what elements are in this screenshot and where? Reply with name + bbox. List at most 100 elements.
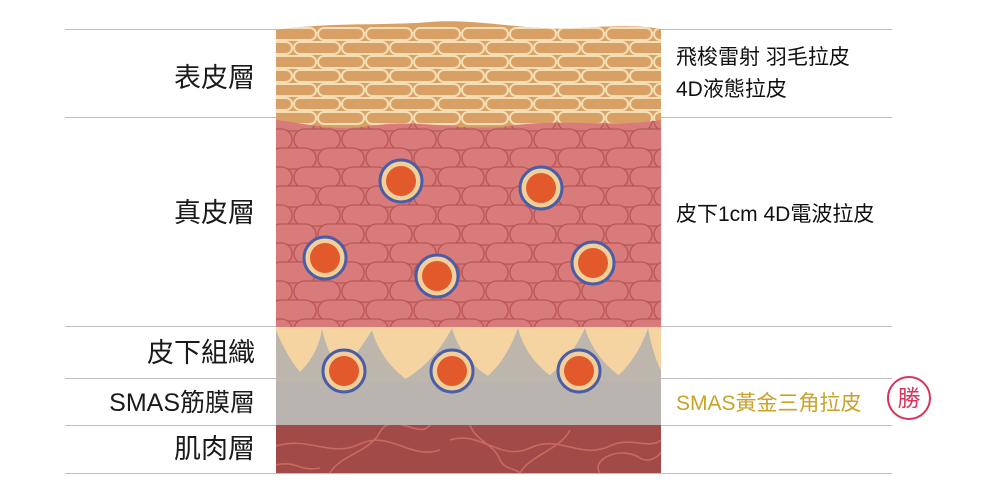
epidermis-cell [509, 27, 557, 41]
epidermis-cell [413, 55, 461, 69]
dermis-cell [653, 261, 661, 284]
dermis-cell [389, 318, 437, 327]
dermis-cell [276, 204, 293, 227]
layer-label-muscle: 肌肉層 [174, 434, 255, 464]
epidermis-cell [605, 27, 653, 41]
layer-label-dermis: 真皮層 [174, 198, 255, 228]
epidermis-cell [341, 69, 389, 83]
dermis-cell [581, 128, 629, 151]
epidermis-cell [485, 97, 533, 111]
dermis-cell [629, 128, 661, 151]
dermis-cell [341, 318, 389, 327]
dermis-cell [293, 280, 341, 303]
epidermis-cell [293, 41, 341, 55]
dermis-cell [276, 242, 293, 265]
dermis-cell [653, 299, 661, 322]
dermis-cell [629, 242, 661, 265]
dermis-cell [413, 299, 461, 322]
dermis-cell [629, 318, 661, 327]
dermis-cell [413, 147, 461, 170]
epidermis-cell [653, 55, 661, 69]
dermis-cell [557, 147, 605, 170]
epidermis-cell [413, 83, 461, 97]
dermis-cell [485, 128, 533, 151]
dermis-cell [276, 128, 293, 151]
dermis-cell [437, 166, 485, 189]
treatment-dot [518, 165, 564, 211]
dermis-cell [533, 128, 581, 151]
dermis-cell [509, 147, 557, 170]
epidermis-cell [341, 97, 389, 111]
epidermis-cell [629, 41, 661, 55]
epidermis-cell [437, 97, 485, 111]
epidermis-cell [276, 69, 293, 83]
epidermis-cell [413, 111, 461, 125]
epidermis-cell [485, 41, 533, 55]
epidermis-cell [557, 55, 605, 69]
dermis-cell [605, 299, 653, 322]
epidermis-cell [317, 83, 365, 97]
dermis-cell [293, 318, 341, 327]
treatment-dot [570, 240, 616, 286]
dermis-cell [389, 204, 437, 227]
dermis-cell [437, 318, 485, 327]
epidermis-cell [581, 69, 629, 83]
dermis-cell [276, 147, 317, 170]
dermis-cell [276, 318, 293, 327]
epidermis-cell [293, 97, 341, 111]
epidermis-cell [276, 41, 293, 55]
epidermis-cell [557, 83, 605, 97]
epidermis-cell [365, 55, 413, 69]
epidermis-cell [605, 55, 653, 69]
dermis-cell [389, 128, 437, 151]
dermis-cell [293, 166, 341, 189]
dermis-cell [653, 223, 661, 246]
dermis-cell [629, 166, 661, 189]
epidermis-cell [533, 97, 581, 111]
treatment-dot [302, 235, 348, 281]
dermis-cell [605, 185, 653, 208]
epidermis-cell [293, 69, 341, 83]
dermis-cell [509, 261, 557, 284]
epidermis-cell [461, 111, 509, 125]
dermis-cell [461, 299, 509, 322]
epidermis-cell [317, 111, 365, 125]
dermis-cell [413, 223, 461, 246]
epidermis-cell [389, 69, 437, 83]
treatment-dermis: 皮下1cm 4D電波拉皮 [676, 203, 875, 226]
dermis-cell [365, 299, 413, 322]
dermis-cell [341, 128, 389, 151]
dermis-cell [317, 299, 365, 322]
layer-label-smas: SMAS筋膜層 [109, 389, 255, 417]
dermis-cell [629, 280, 661, 303]
epidermis-cell [317, 55, 365, 69]
epidermis-cell [276, 97, 293, 111]
dermis-cell [341, 242, 389, 265]
epidermis-layer [276, 21, 661, 128]
dermis-cell [485, 280, 533, 303]
epidermis-cell [437, 69, 485, 83]
dermis-cell [461, 261, 509, 284]
epidermis-cell [509, 83, 557, 97]
dermis-cell [605, 147, 653, 170]
dermis-cell [485, 204, 533, 227]
epidermis-cell [629, 97, 661, 111]
epidermis-cell [509, 55, 557, 69]
dermis-cell [293, 204, 341, 227]
epidermis-cell [533, 41, 581, 55]
treatment-dot [321, 348, 367, 394]
dermis-cell [509, 223, 557, 246]
epidermis-cell [557, 27, 605, 41]
epidermis-cell [653, 27, 661, 41]
dermis-cell [276, 280, 293, 303]
treatment-epidermis-line1: 飛梭雷射 羽毛拉皮 [676, 46, 850, 69]
dermis-cell [317, 185, 365, 208]
epidermis-cell [629, 69, 661, 83]
dermis-cell [317, 147, 365, 170]
dermis-cell [581, 166, 629, 189]
dermis-cell [557, 299, 605, 322]
epidermis-cell [437, 41, 485, 55]
epidermis-cell [461, 55, 509, 69]
epidermis-cell [653, 111, 661, 125]
